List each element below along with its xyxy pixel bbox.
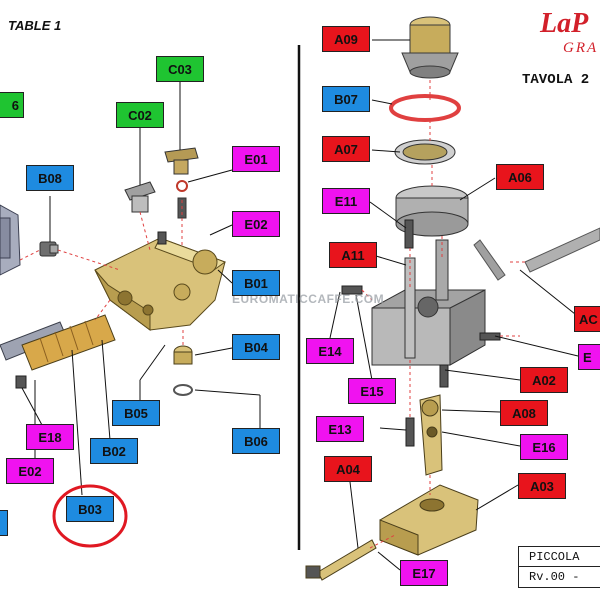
pin-ac	[473, 227, 600, 281]
label-a08[interactable]: A08	[500, 400, 548, 426]
label-a09[interactable]: A09	[322, 26, 370, 52]
label-blue-edge[interactable]	[0, 510, 8, 536]
left-block	[0, 204, 21, 276]
label-a06[interactable]: A06	[496, 164, 544, 190]
label-e13[interactable]: E13	[316, 416, 364, 442]
label-a11[interactable]: A11	[329, 242, 377, 268]
brass-group-body	[94, 237, 227, 331]
screw-e11	[404, 219, 414, 249]
central-block	[371, 239, 486, 366]
label-e-right[interactable]: E	[578, 344, 600, 370]
highlight-circle-b03	[52, 484, 128, 548]
label-b05[interactable]: B05	[112, 400, 160, 426]
leader-lines-right	[329, 39, 581, 571]
label-b04[interactable]: B04	[232, 334, 280, 360]
screw-a02	[439, 364, 449, 388]
screw-e18	[15, 375, 27, 389]
table-left-title: TABLE 1	[8, 18, 62, 33]
label-e14[interactable]: E14	[306, 338, 354, 364]
assembly-lines-left	[19, 200, 184, 348]
gasket-b07	[389, 94, 461, 122]
label-e17[interactable]: E17	[400, 560, 448, 586]
table-right-title: TAVOLA 2	[522, 72, 590, 88]
label-e16[interactable]: E16	[520, 434, 568, 460]
label-a02[interactable]: A02	[520, 367, 568, 393]
label-ac[interactable]: AC	[574, 306, 600, 332]
label-b03[interactable]: B03	[66, 496, 114, 522]
label-b08[interactable]: B08	[26, 165, 74, 191]
label-a03[interactable]: A03	[518, 473, 566, 499]
brand-logo-sub: GRA	[563, 40, 599, 56]
part-a07	[394, 139, 456, 165]
label-b07[interactable]: B07	[322, 86, 370, 112]
label-e15[interactable]: E15	[348, 378, 396, 404]
label-e11[interactable]: E11	[322, 188, 370, 214]
part-a06	[395, 185, 469, 237]
part-a09	[401, 16, 459, 79]
label-e02-bottom[interactable]: E02	[6, 458, 54, 484]
screw-top	[157, 231, 167, 245]
label-b02[interactable]: B02	[90, 438, 138, 464]
label-e18[interactable]: E18	[26, 424, 74, 450]
label-b01[interactable]: B01	[232, 270, 280, 296]
title-block-revision: Rv.00 -	[518, 566, 600, 588]
label-c02[interactable]: C02	[116, 102, 164, 128]
label-e01[interactable]: E01	[232, 146, 280, 172]
base-a03	[379, 484, 479, 556]
label-a07[interactable]: A07	[322, 136, 370, 162]
label-b06[interactable]: B06	[232, 428, 280, 454]
label-e02-top[interactable]: E02	[232, 211, 280, 237]
fitting-b08	[39, 241, 59, 257]
label-green-edge[interactable]: 6	[0, 92, 24, 118]
oring-b06	[173, 384, 193, 396]
title-block-name: PICCOLA	[518, 546, 600, 567]
pin-a04	[305, 539, 377, 581]
thermostat-c02	[124, 181, 156, 213]
lever-a08	[419, 394, 443, 476]
assembly-lines-right	[361, 80, 525, 549]
screw-e13	[405, 417, 415, 447]
cylinder-group	[0, 314, 116, 371]
label-a04[interactable]: A04	[324, 456, 372, 482]
fitting-b04	[173, 345, 193, 365]
label-c03[interactable]: C03	[156, 56, 204, 82]
brand-logo: LaP	[540, 8, 589, 39]
leader-lines-left	[21, 82, 261, 496]
